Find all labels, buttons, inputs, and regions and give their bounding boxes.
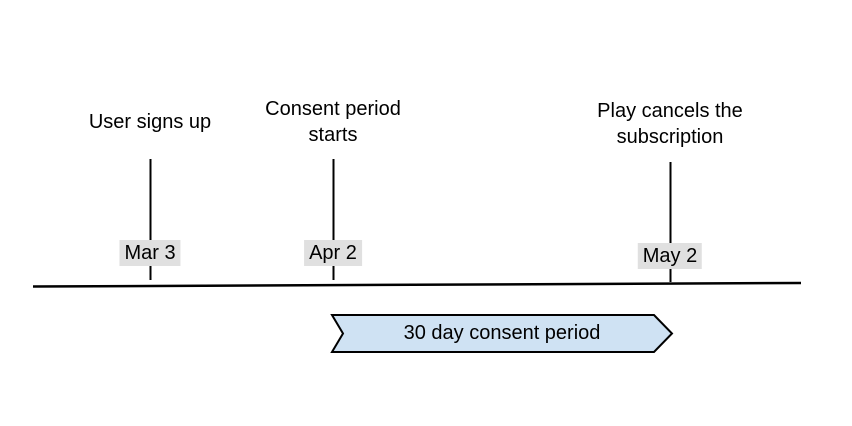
date-label-mar3: Mar 3 xyxy=(119,240,181,266)
milestone-title-consent-period-starts: Consent period starts xyxy=(265,98,401,146)
milestone-title-play-cancels-subscription: Play cancels the subscription xyxy=(597,100,743,148)
consent-period-arrow-label: 30 day consent period xyxy=(403,322,601,344)
milestone-title-user-signs-up: User signs up xyxy=(88,111,212,133)
date-label-may2: May 2 xyxy=(637,243,703,269)
timeline-axis xyxy=(32,281,802,288)
consent-period-arrow xyxy=(330,314,674,353)
date-label-apr2: Apr 2 xyxy=(304,240,362,266)
